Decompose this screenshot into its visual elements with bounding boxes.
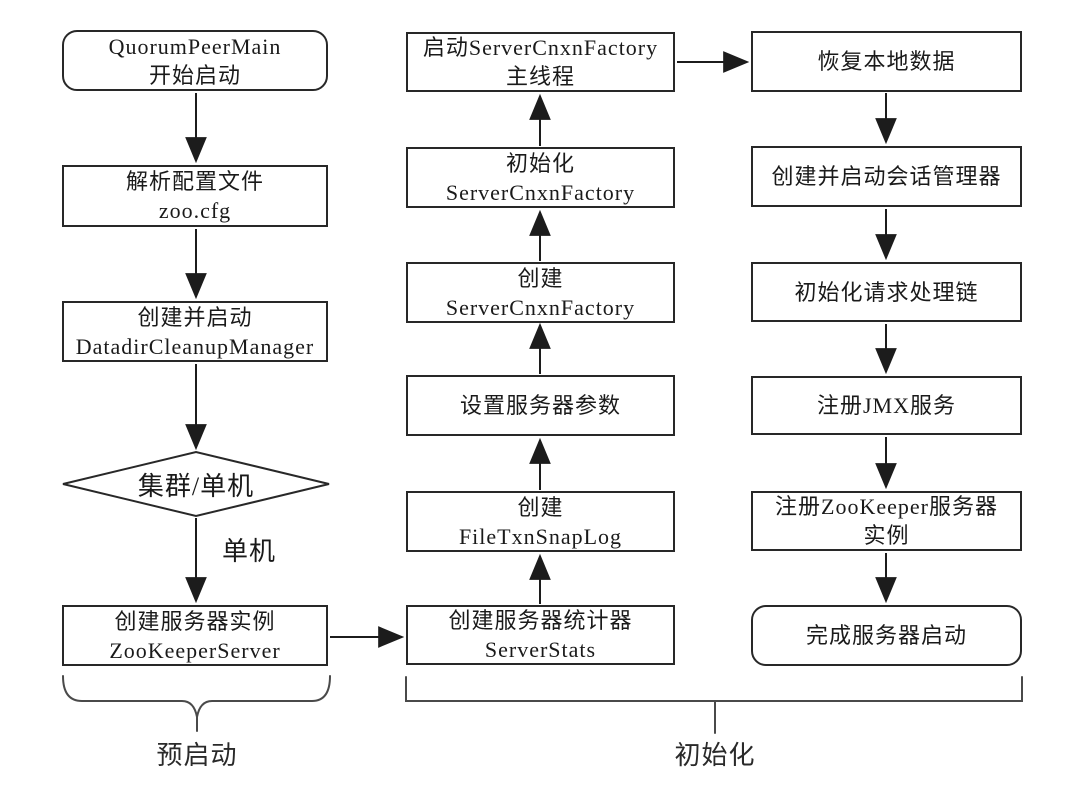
node-datadir-cleanup-manager: 创建并启动 DatadirCleanupManager [62, 301, 328, 362]
node-create-zookeeper-server: 创建服务器实例 ZooKeeperServer [62, 605, 328, 666]
node-text: 启动ServerCnxnFactory [422, 35, 659, 60]
node-text: DatadirCleanupManager [75, 333, 315, 359]
node-text: zoo.cfg [158, 198, 232, 223]
phase-label-init: 初始化 [674, 741, 756, 770]
node-init-request-chain: 初始化请求处理链 [751, 262, 1022, 322]
node-text: 开始启动 [148, 62, 241, 88]
node-parse-config: 解析配置文件 zoo.cfg [62, 165, 328, 227]
node-text: 注册ZooKeeper服务器 [775, 494, 998, 519]
node-register-zookeeper-instance: 注册ZooKeeper服务器 实例 [751, 491, 1022, 551]
node-text: 设置服务器参数 [459, 393, 621, 418]
node-text: 注册JMX服务 [816, 393, 956, 418]
node-text: FileTxnSnapLog [458, 523, 623, 549]
node-text: ServerStats [484, 637, 597, 662]
phase-label-pre-start: 预启动 [156, 741, 238, 770]
node-text: ServerCnxnFactory [445, 294, 636, 320]
node-text: 集群/单机 [137, 471, 255, 501]
node-init-servercnxnfactory: 初始化 ServerCnxnFactory [406, 147, 675, 208]
node-text: 初始化 [505, 150, 575, 176]
node-text: 完成服务器启动 [805, 623, 967, 648]
node-create-session-manager: 创建并启动会话管理器 [751, 146, 1022, 207]
node-register-jmx: 注册JMX服务 [751, 376, 1022, 435]
brace-init [405, 676, 1023, 734]
node-text: 恢复本地数据 [817, 49, 956, 74]
node-create-filetxnsnaplog: 创建 FileTxnSnapLog [406, 491, 675, 552]
node-quorumpeermain-start: QuorumPeerMain 开始启动 [62, 30, 328, 91]
node-text: ZooKeeperServer [109, 637, 281, 663]
node-set-server-params: 设置服务器参数 [406, 375, 675, 436]
edge-label-standalone: 单机 [222, 537, 277, 566]
node-text: 主线程 [505, 64, 575, 89]
brace-pre-start [62, 675, 331, 732]
decision-cluster-or-standalone: 集群/单机 [62, 452, 330, 516]
node-text: 创建服务器实例 [114, 608, 276, 634]
node-create-serverstats: 创建服务器统计器 ServerStats [406, 605, 675, 665]
node-text: QuorumPeerMain [108, 33, 282, 59]
node-text: 实例 [863, 523, 910, 548]
node-text: 创建并启动 [137, 304, 253, 330]
node-finish-server-start: 完成服务器启动 [751, 605, 1022, 666]
node-text: 解析配置文件 [125, 169, 264, 194]
node-start-cnxnfactory-main-thread: 启动ServerCnxnFactory 主线程 [406, 32, 675, 92]
node-text: 创建 [517, 494, 564, 520]
node-text: 初始化请求处理链 [794, 279, 979, 305]
diamond-shape [62, 450, 330, 518]
node-text: 创建 [517, 265, 564, 291]
node-text: ServerCnxnFactory [445, 179, 636, 205]
node-create-servercnxnfactory: 创建 ServerCnxnFactory [406, 262, 675, 323]
node-restore-local-data: 恢复本地数据 [751, 31, 1022, 92]
node-text: 创建并启动会话管理器 [771, 164, 1002, 189]
node-text: 创建服务器统计器 [448, 608, 633, 633]
